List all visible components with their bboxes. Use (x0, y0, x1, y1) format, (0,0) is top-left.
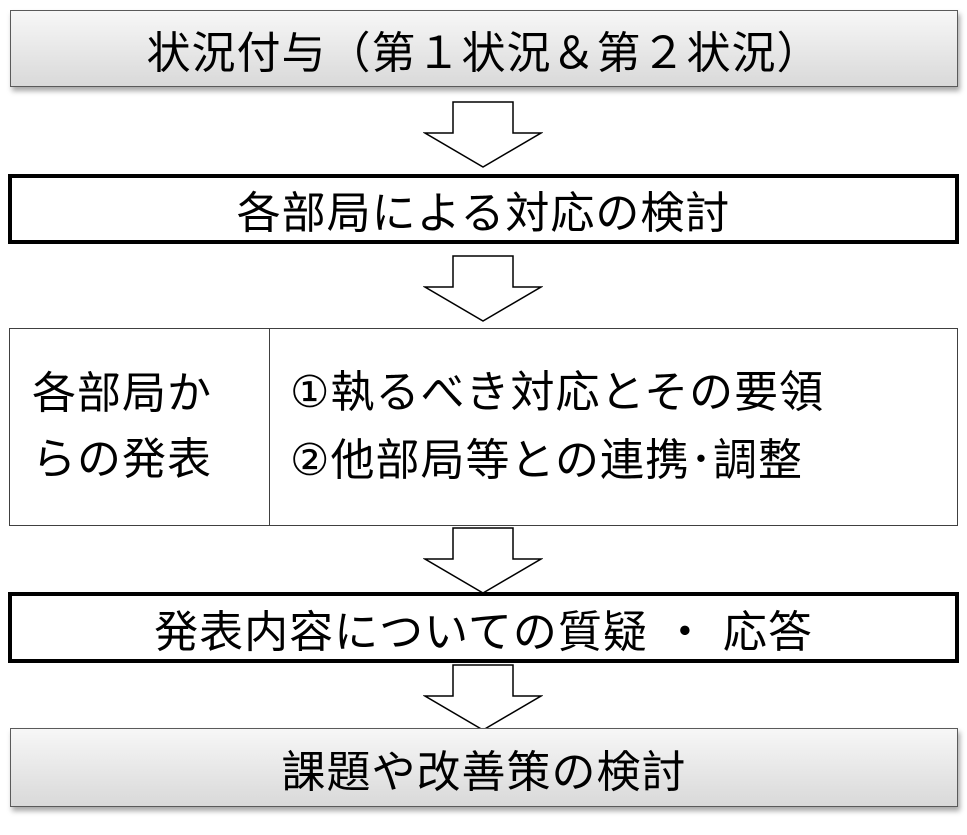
presentation-item-1: ①執るべき対応とその要領 (290, 367, 825, 418)
step-review-text: 各部局による対応の検討 (236, 188, 731, 239)
down-arrow-icon (423, 101, 543, 169)
presentation-items: ①執るべき対応とその要領 ②他部局等との連携･調整 (272, 329, 957, 525)
step-issues-text: 課題や改善策の検討 (281, 746, 687, 798)
step-review-box: 各部局による対応の検討 (8, 174, 959, 244)
down-arrow-icon (423, 527, 543, 595)
down-arrow-icon (423, 255, 543, 323)
step-situation-text: 状況付与（第１状況＆第２状況） (146, 27, 822, 79)
step-presentation-box: 各部局か らの発表 ①執るべき対応とその要領 ②他部局等との連携･調整 (9, 328, 958, 526)
step-qa-text: 発表内容についての質疑 ・ 応答 (154, 606, 813, 658)
presentation-label-line1: 各部局か (32, 368, 212, 419)
step-issues-box: 課題や改善策の検討 (10, 728, 958, 807)
step-qa-box: 発表内容についての質疑 ・ 応答 (8, 592, 959, 663)
presentation-label-line2: らの発表 (32, 434, 212, 485)
presentation-label: 各部局か らの発表 (10, 329, 270, 525)
step-situation-box: 状況付与（第１状況＆第２状況） (10, 10, 958, 87)
presentation-item-2: ②他部局等との連携･調整 (290, 435, 804, 486)
down-arrow-icon (423, 664, 543, 732)
